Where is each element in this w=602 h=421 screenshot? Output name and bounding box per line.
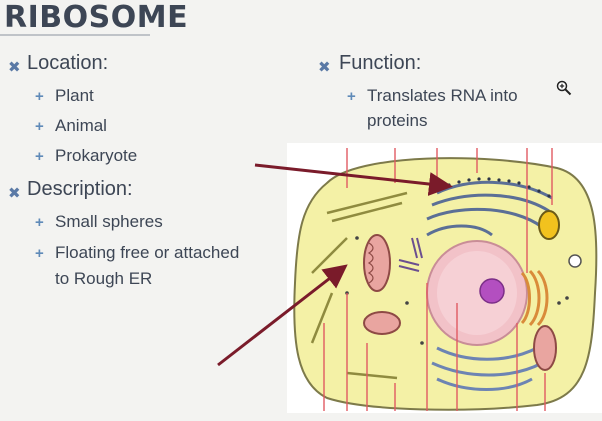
function-item: Translates RNA into (367, 86, 518, 105)
description-item: Small spheres (55, 212, 163, 231)
x-mark-icon: ✖ (8, 185, 21, 202)
description-item: Floating free or attached (55, 243, 240, 262)
location-heading: Location: (27, 52, 109, 74)
plus-icon: + (35, 245, 44, 262)
x-mark-icon: ✖ (318, 59, 331, 76)
location-item: Prokaryote (55, 146, 138, 165)
golgi-apparatus (520, 269, 549, 327)
description-item-continued: to Rough ER (55, 269, 153, 288)
plus-icon: + (35, 214, 44, 231)
magnifier-plus-icon[interactable] (556, 80, 572, 96)
mitochondria (363, 234, 557, 371)
x-mark-icon: ✖ (8, 59, 21, 76)
cell-illustration (293, 148, 598, 411)
title-underline (0, 34, 150, 36)
animal-cell-diagram (287, 143, 602, 413)
nucleolus (479, 278, 505, 304)
function-heading: Function: (339, 52, 422, 74)
plus-icon: + (347, 88, 356, 105)
plus-icon: + (35, 148, 44, 165)
location-item: Plant (55, 86, 94, 105)
plus-icon: + (35, 118, 44, 135)
plus-icon: + (35, 88, 44, 105)
location-item: Animal (55, 116, 107, 135)
slide-title: RIBOSOME (4, 0, 189, 35)
description-heading: Description: (27, 178, 133, 200)
function-item-continued: proteins (367, 111, 428, 130)
